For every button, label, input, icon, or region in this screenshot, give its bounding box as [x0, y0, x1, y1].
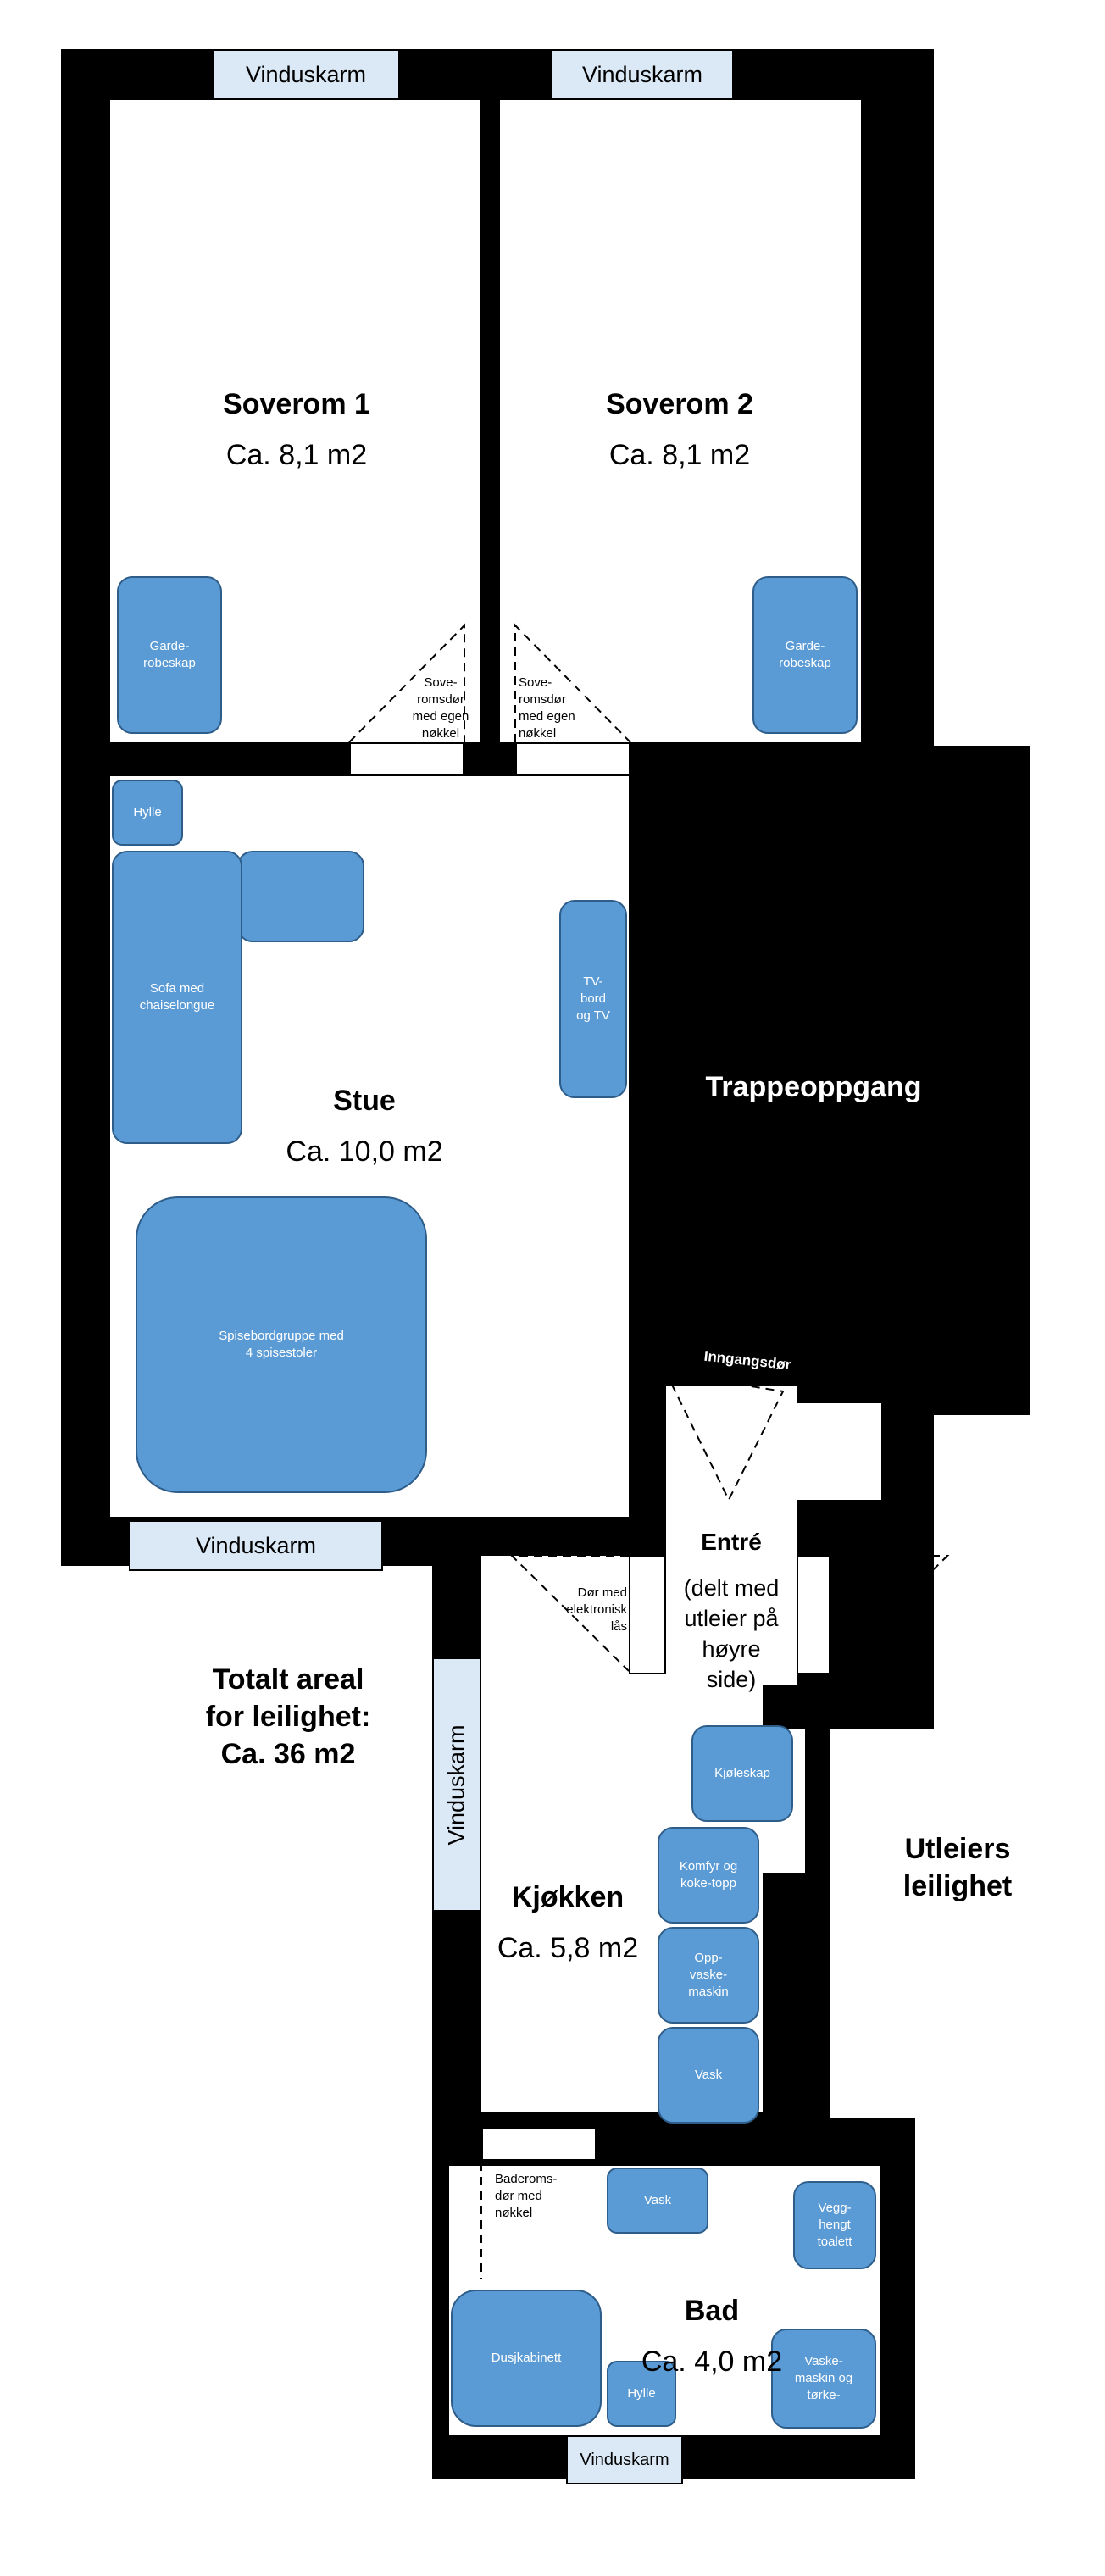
outside-left: [0, 0, 61, 1566]
bedroom-1-door-note: Sove- romsdør med egen nøkkel: [412, 675, 469, 741]
kitchen-label: Kjøkken Ca. 5,8 m2: [483, 1864, 652, 1981]
tv-bench: TV- bord og TV: [559, 900, 627, 1098]
living-label: Stue Ca. 10,0 m2: [263, 1068, 466, 1185]
wardrobe-1: Garde- robeskap: [117, 576, 222, 734]
entrance-nook: [797, 1403, 881, 1500]
bedroom-1-title: Soverom 1: [223, 388, 370, 420]
outside-right-mid: [830, 1729, 934, 2118]
bathroom-shelf: Hylle: [607, 2361, 676, 2427]
bedroom-2-area: Ca. 8,1 m2: [608, 439, 751, 471]
kitchen-area: Ca. 5,8 m2: [497, 1932, 639, 1964]
window-living: Vinduskarm: [129, 1520, 383, 1571]
bedroom-2-label: Soverom 2 Ca. 8,1 m2: [578, 371, 781, 488]
living-title: Stue: [333, 1085, 396, 1117]
door-gap-bedroom-2: [515, 742, 630, 776]
bathroom-door-note: Baderoms- dør med nøkkel: [495, 2172, 558, 2220]
entrance-note: (delt med utleier på høyre side): [683, 1575, 780, 1692]
wall-stair-block: [627, 746, 1030, 1415]
sofa-chaise: [237, 851, 364, 942]
door-gap-bedroom-1: [349, 742, 464, 776]
window-kitchen: Vinduskarm: [432, 1657, 481, 1912]
bathroom-label: Bad Ca. 4,0 m2: [610, 2278, 813, 2395]
bedroom-2-title: Soverom 2: [606, 388, 753, 420]
outside-left-bottom: [0, 1566, 432, 2576]
door-gap-electronic: [629, 1556, 666, 1674]
outside-right-bottom: [934, 1415, 1105, 2576]
living-area: Ca. 10,0 m2: [286, 1135, 443, 1168]
kitchen-title: Kjøkken: [511, 1881, 625, 1913]
bathroom-title: Bad: [684, 2295, 740, 2327]
landlord-apartment: Utleiers leilighet: [902, 1833, 1013, 1902]
dining-table: Spisebordgruppe med 4 spisestoler: [136, 1196, 427, 1493]
outside-bottom: [0, 2479, 1105, 2576]
entrance-label: Entré (delt med utleier på høyre side): [666, 1512, 797, 1710]
window-bedroom-1: Vinduskarm: [212, 49, 400, 100]
bedroom-1-label: Soverom 1 Ca. 8,1 m2: [195, 371, 398, 488]
door-gap-landlord: [797, 1556, 830, 1674]
door-gap-bathroom: [481, 2127, 597, 2161]
sofa: Sofa med chaiselongue: [112, 851, 242, 1144]
stove: Komfyr og koke-topp: [658, 1827, 759, 1924]
outside-right-top: [934, 0, 1105, 746]
bedroom-2-door-note: Sove- romsdør med egen nøkkel: [519, 675, 575, 741]
bathroom-sink: Vask: [607, 2168, 708, 2234]
bedroom-1-area: Ca. 8,1 m2: [225, 439, 368, 471]
bathroom-area: Ca. 4,0 m2: [641, 2346, 783, 2378]
entrance-title: Entré: [701, 1529, 762, 1555]
window-bedroom-2: Vinduskarm: [551, 49, 734, 100]
window-bathroom: Vinduskarm: [566, 2435, 683, 2484]
stairwell-label: Trappeoppgang: [678, 1054, 949, 1120]
living-shelf: Hylle: [112, 780, 183, 846]
wardrobe-2: Garde- robeskap: [752, 576, 858, 734]
wall-toilet: Vegg- hengt toalett: [793, 2181, 876, 2269]
wall-kitchen-notch: [763, 1873, 805, 2118]
dishwasher: Opp- vaske- maskin: [658, 1927, 759, 2024]
landlord-door-note: Dør til utleiers leilighet: [834, 1585, 877, 1634]
washing-machine: Vaske- maskin og tørke-: [771, 2329, 876, 2429]
kitchen-sink: Vask: [658, 2027, 759, 2124]
stairwell-title: Trappeoppgang: [705, 1071, 922, 1103]
electronic-door-note: Dør med elektronisk lås: [566, 1585, 627, 1634]
total-area: Totalt areal for leilighet: Ca. 36 m2: [205, 1663, 371, 1770]
outside-top: [0, 0, 1105, 49]
fridge: Kjøleskap: [691, 1725, 793, 1822]
shower-cabinet: Dusjkabinett: [451, 2290, 602, 2427]
